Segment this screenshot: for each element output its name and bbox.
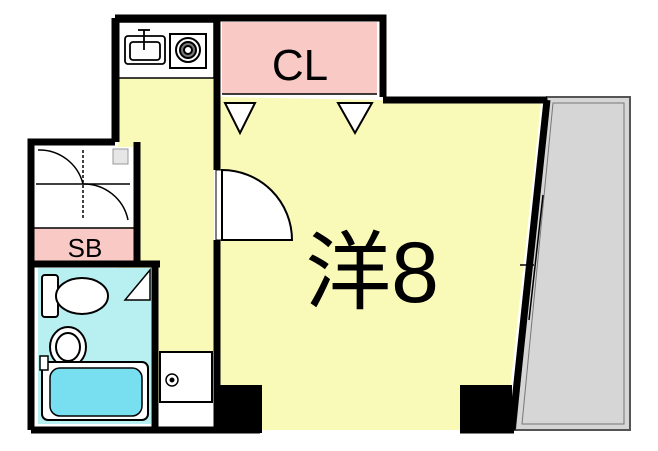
closet-door-right-icon (336, 102, 374, 136)
washbasin-icon (49, 326, 87, 368)
main-room-label: 洋8 (305, 225, 439, 321)
window (520, 194, 544, 321)
closet-label: CL (272, 41, 328, 90)
closet (222, 22, 377, 94)
main-room-floor (220, 97, 541, 430)
bathroom-door-icon (123, 267, 151, 301)
column-right (460, 385, 512, 433)
laundry-door-icon (36, 149, 130, 221)
bathtub-icon (39, 355, 149, 421)
sink-icon (124, 29, 166, 65)
toilet-icon (41, 274, 109, 318)
storage-box-label: SB (68, 233, 103, 263)
closet-door-left-icon (223, 102, 257, 136)
stove-icon (169, 33, 207, 69)
drain-icon (159, 351, 213, 403)
storage-box (34, 228, 134, 262)
column-left (214, 385, 262, 433)
